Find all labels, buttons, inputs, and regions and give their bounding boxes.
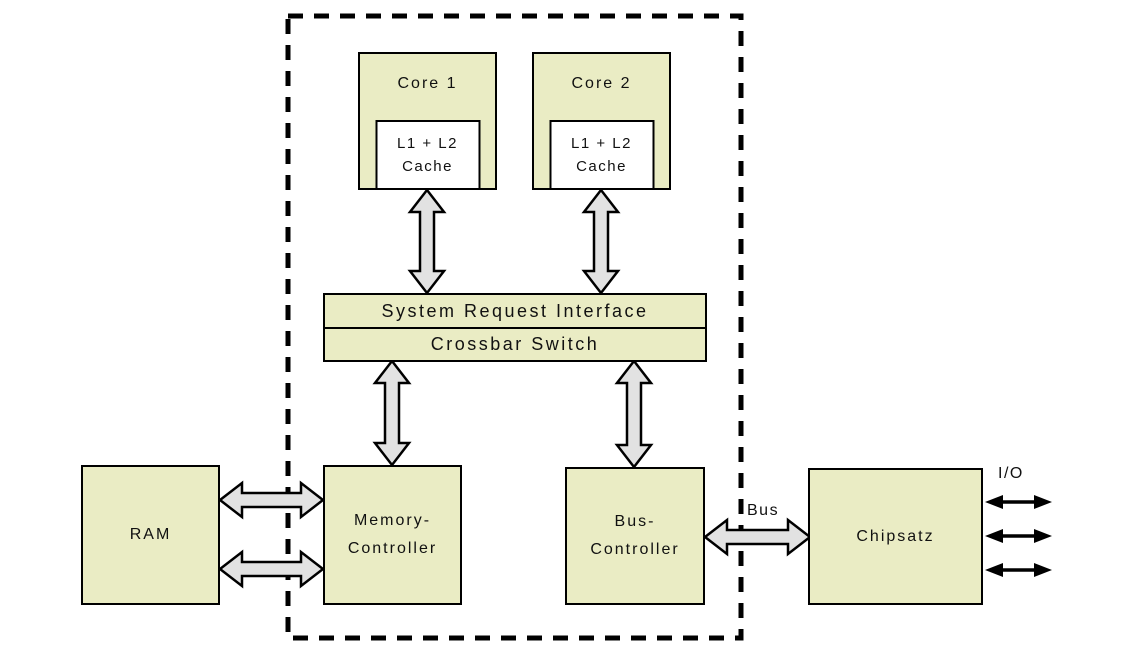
arrow-crossbar-memory-controller [372,358,412,468]
crossbar-switch-label: Crossbar Switch [430,334,600,354]
memory-controller-line1: Memory- [353,512,432,529]
memory-controller-box: Memory- Controller [323,465,462,605]
arrow-core1-sri [407,187,447,296]
io-arrow-3-left-head [985,563,1003,577]
core1-cache-line1: L1 + L2 [397,135,458,152]
io-arrow-2 [985,529,1052,543]
bus-controller-line2: Controller [590,541,680,558]
chipsatz-box: Chipsatz [808,468,983,605]
core2-cache-box: L1 + L2 Cache [549,120,654,190]
core1-cache-line2: Cache [402,158,453,175]
core2-label: Core 2 [571,75,632,92]
io-arrow-1 [985,495,1052,509]
core1-label: Core 1 [397,75,458,92]
io-label: I/O [998,465,1024,482]
core2-cache-line1: L1 + L2 [571,135,632,152]
bus-label: Bus [747,502,780,519]
arrow-ram-memory-top [217,480,326,520]
io-arrow-2-right-head [1034,529,1052,543]
core2-cache-line2: Cache [576,158,627,175]
io-arrow-3 [985,563,1052,577]
io-arrow-1-left-head [985,495,1003,509]
arrow-bus [702,517,813,557]
arrow-core2-sri [581,187,621,296]
core1-box: Core 1 L1 + L2 Cache [358,52,497,190]
core1-cache-box: L1 + L2 Cache [375,120,480,190]
io-arrow-1-right-head [1034,495,1052,509]
memory-controller-line2: Controller [347,540,438,557]
system-request-interface-box: System Request Interface [323,293,707,329]
core2-box: Core 2 L1 + L2 Cache [532,52,671,190]
io-arrow-3-right-head [1034,563,1052,577]
system-request-interface-label: System Request Interface [381,300,649,321]
arrow-crossbar-bus-controller [614,358,654,470]
chipsatz-label: Chipsatz [856,527,935,545]
crossbar-switch-box: Crossbar Switch [323,327,707,362]
ram-box: RAM [81,465,220,605]
bus-controller-line1: Bus- [614,513,656,530]
cpu-die-dashed-boundary [285,13,744,641]
arrow-ram-memory-bottom [217,549,326,589]
io-arrow-2-left-head [985,529,1003,543]
bus-controller-box: Bus- Controller [565,467,705,605]
ram-label: RAM [129,526,172,543]
